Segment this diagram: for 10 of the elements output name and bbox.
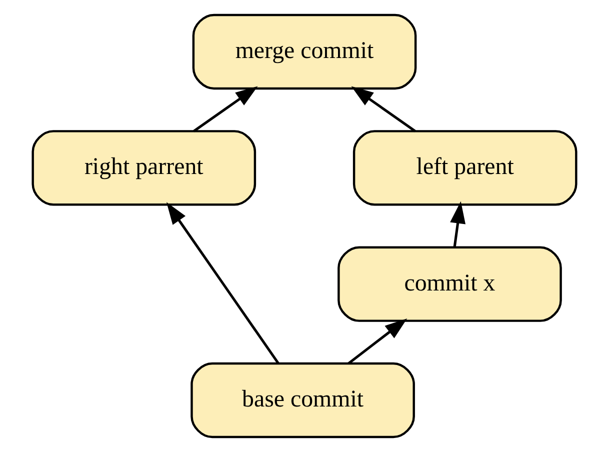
node-box: right parrent	[32, 130, 256, 206]
node-box: merge commit	[192, 14, 417, 90]
arrow	[348, 318, 408, 365]
arrow	[351, 86, 416, 132]
arrow	[450, 201, 466, 248]
arrow	[193, 86, 258, 132]
arrow	[166, 202, 280, 364]
node-box: base commit	[190, 362, 415, 438]
node-box: left parent	[352, 130, 578, 206]
node-box: commit x	[338, 246, 562, 322]
